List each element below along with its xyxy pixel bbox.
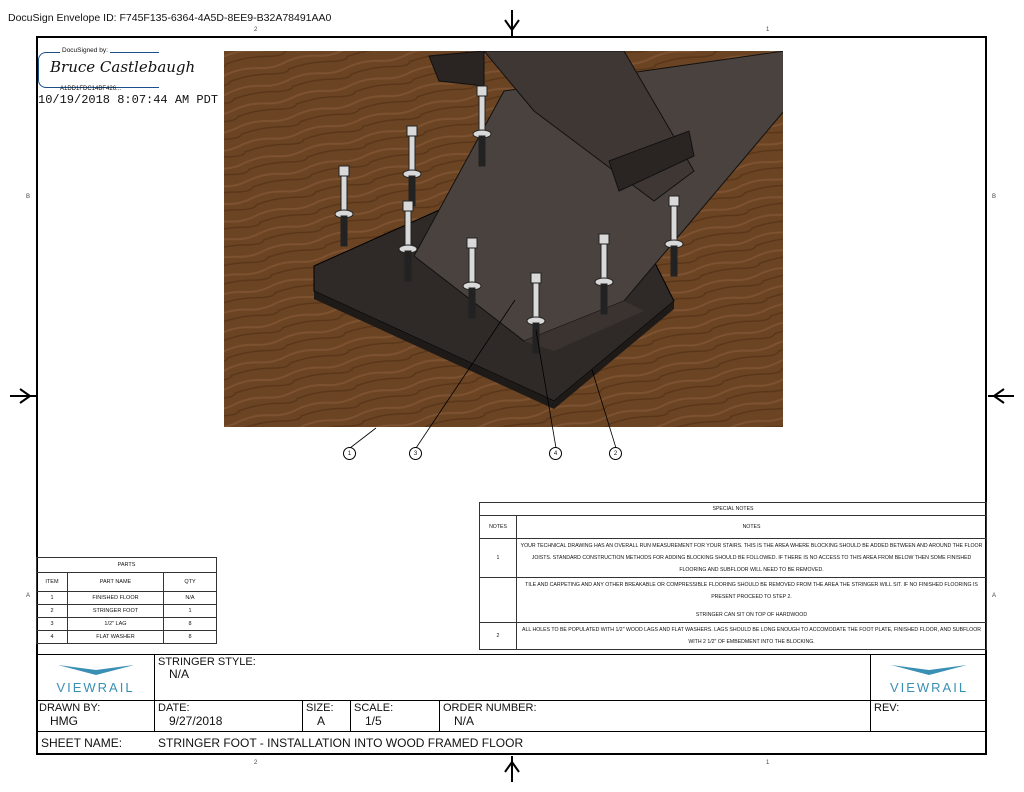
size-label: SIZE: <box>306 702 334 714</box>
parts-cell: STRINGER FOOT <box>67 604 164 618</box>
parts-cell: 8 <box>163 630 217 644</box>
notes-header-text: NOTES <box>516 515 987 539</box>
viewrail-wing-icon <box>57 665 134 675</box>
table-row: 1 YOUR TECHNICAL DRAWING HAS AN OVERALL … <box>479 538 987 578</box>
parts-header-item: ITEM <box>36 572 68 592</box>
title-block: VIEWRAIL STRINGER STYLE: N/A VIEWRAIL DR… <box>36 654 987 755</box>
parts-cell: 2 <box>36 604 68 618</box>
notes-title: SPECIAL NOTES <box>479 502 987 516</box>
drawn-by-label: DRAWN BY: <box>39 702 101 714</box>
table-row: 2 STRINGER FOOT 1 <box>36 604 217 618</box>
envelope-id: DocuSign Envelope ID: F745F135-6364-4A5D… <box>8 12 332 24</box>
note-number: 2 <box>479 622 517 650</box>
scale-value: 1/5 <box>365 714 382 728</box>
callout-3: 3 <box>409 447 422 460</box>
drawn-by-value: HMG <box>50 714 78 728</box>
zone-bottom-right: 1 <box>766 760 770 766</box>
parts-cell: 1/2" LAG <box>67 617 164 631</box>
rev-cell: REV: <box>871 701 987 732</box>
drawn-by-cell: DRAWN BY: HMG <box>36 701 155 732</box>
table-row: TILE AND CARPETING AND ANY OTHER BREAKAB… <box>479 577 987 623</box>
scale-cell: SCALE: 1/5 <box>351 701 440 732</box>
stringer-foot-illustration <box>224 51 783 427</box>
table-row: 2 ALL HOLES TO BE POPULATED WITH 1/2" WO… <box>479 622 987 650</box>
assembly-rendering <box>224 51 783 427</box>
parts-header-name: PART NAME <box>67 572 164 592</box>
sheet-name-value: STRINGER FOOT - INSTALLATION INTO WOOD F… <box>158 736 524 750</box>
size-value: A <box>317 714 326 728</box>
zone-bottom-left: 2 <box>254 760 258 766</box>
parts-cell: 8 <box>163 617 217 631</box>
logo-text: VIEWRAIL <box>889 680 969 695</box>
order-number-label: ORDER NUMBER: <box>443 702 537 714</box>
drawing-frame <box>36 36 987 755</box>
size-cell: SIZE: A <box>303 701 351 732</box>
center-arrow-left-icon <box>10 388 36 404</box>
parts-header-qty: QTY <box>163 572 217 592</box>
sheet-name-cell: SHEET NAME: STRINGER FOOT - INSTALLATION… <box>36 732 987 755</box>
logo-cell-left: VIEWRAIL <box>36 654 155 701</box>
table-row: 1 FINISHED FLOOR N/A <box>36 591 217 605</box>
scale-label: SCALE: <box>354 702 394 714</box>
table-row: 3 1/2" LAG 8 <box>36 617 217 631</box>
viewrail-logo-right: VIEWRAIL <box>871 663 987 695</box>
docusign-date: 10/19/2018 8:07:44 AM PDT <box>38 93 219 107</box>
order-number-cell: ORDER NUMBER: N/A <box>440 701 871 732</box>
stringer-style-cell: STRINGER STYLE: N/A <box>155 654 871 701</box>
date-cell: DATE: 9/27/2018 <box>155 701 303 732</box>
table-row: 4 FLAT WASHER 8 <box>36 630 217 644</box>
callout-1: 1 <box>343 447 356 460</box>
zone-right-b: B <box>992 194 997 200</box>
leader-lines <box>349 299 617 449</box>
order-number-value: N/A <box>454 714 475 728</box>
parts-cell: 3 <box>36 617 68 631</box>
zone-top-right: 1 <box>766 27 770 33</box>
parts-cell: N/A <box>163 591 217 605</box>
docusign-id: A1DD1FDC14BF426... <box>60 86 122 92</box>
logo-cell-right: VIEWRAIL <box>871 654 987 701</box>
note-text-line: TILE AND CARPETING AND ANY OTHER BREAKAB… <box>525 582 978 600</box>
zone-top-left: 2 <box>254 27 258 33</box>
note-text-line: STRINGER CAN SIT ON TOP OF HARDWOOD <box>695 612 808 618</box>
note-text: TILE AND CARPETING AND ANY OTHER BREAKAB… <box>516 577 987 623</box>
note-number: 1 <box>479 538 517 578</box>
viewrail-logo-left: VIEWRAIL <box>36 663 155 695</box>
stringer-style-value: N/A <box>169 667 190 681</box>
logo-text: VIEWRAIL <box>56 680 135 695</box>
callout-4: 4 <box>549 447 562 460</box>
parts-cell: FLAT WASHER <box>67 630 164 644</box>
parts-title: PARTS <box>36 557 217 573</box>
stringer-style-label: STRINGER STYLE: <box>158 656 256 668</box>
zone-left-a: A <box>26 593 31 599</box>
note-text: YOUR TECHNICAL DRAWING HAS AN OVERALL RU… <box>516 538 987 578</box>
special-notes-table: SPECIAL NOTES NOTES NOTES 1 YOUR TECHNIC… <box>479 502 987 650</box>
parts-cell: FINISHED FLOOR <box>67 591 164 605</box>
parts-cell: 4 <box>36 630 68 644</box>
docusign-title: DocuSigned by: <box>60 47 110 54</box>
callout-2: 2 <box>609 447 622 460</box>
sheet-name-label: SHEET NAME: <box>41 736 123 750</box>
center-arrow-right-icon <box>988 388 1014 404</box>
viewrail-wing-icon <box>891 665 967 675</box>
parts-table: PARTS ITEM PART NAME QTY 1 FINISHED FLOO… <box>36 557 217 644</box>
zone-left-b: B <box>26 194 31 200</box>
center-arrow-bottom-icon <box>504 756 520 782</box>
parts-cell: 1 <box>36 591 68 605</box>
note-text: ALL HOLES TO BE POPULATED WITH 1/2" WOOD… <box>516 622 987 650</box>
notes-header-num: NOTES <box>479 515 517 539</box>
zone-right-a: A <box>992 593 997 599</box>
center-arrow-top-icon <box>504 10 520 36</box>
date-value: 9/27/2018 <box>169 714 223 728</box>
date-label: DATE: <box>158 702 190 714</box>
rev-label: REV: <box>874 702 900 714</box>
parts-cell: 1 <box>163 604 217 618</box>
signature: Bruce Castlebaugh <box>50 58 196 76</box>
note-number <box>479 577 517 623</box>
